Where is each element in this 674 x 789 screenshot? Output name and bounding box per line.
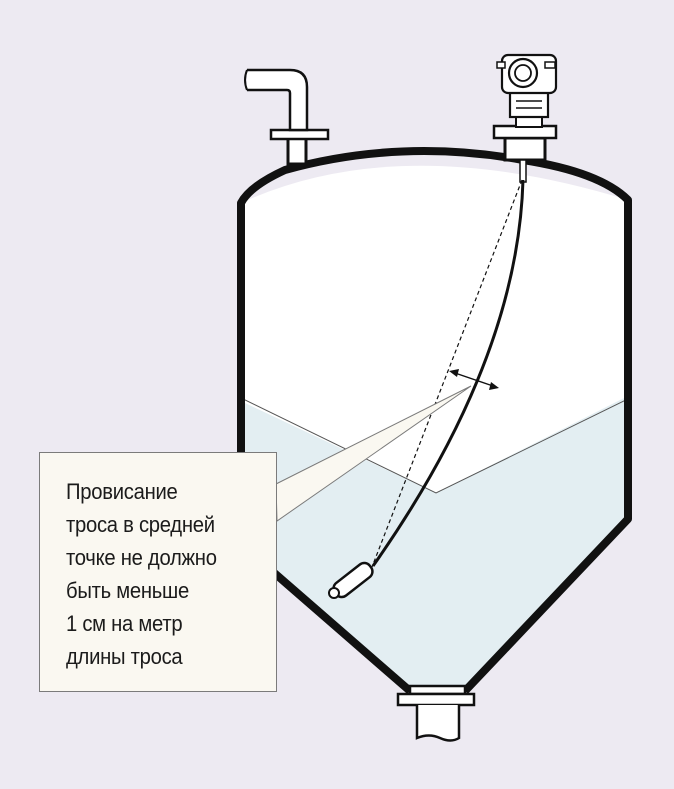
note-callout: Провисание троса в средней точке не долж… bbox=[39, 452, 277, 692]
inlet-nozzle bbox=[244, 68, 330, 166]
note-line: 1 см на метр bbox=[66, 611, 183, 636]
rope-cable bbox=[371, 179, 525, 567]
note-line: точке не должно bbox=[66, 545, 217, 570]
transmitter-housing bbox=[496, 53, 558, 119]
note-line: троса в средней bbox=[66, 512, 215, 537]
straight-reference-line bbox=[371, 179, 523, 568]
weight-eye bbox=[328, 587, 340, 599]
sag-arrow bbox=[449, 369, 499, 390]
probe-rod bbox=[519, 159, 527, 183]
note-line: длины троса bbox=[66, 644, 183, 669]
liquid-surface bbox=[241, 397, 628, 494]
note-line: Провисание bbox=[66, 479, 178, 504]
note-line: быть меньше bbox=[66, 578, 189, 603]
note-text: Провисание троса в средней точке не долж… bbox=[66, 475, 217, 673]
outlet-nozzle bbox=[396, 684, 476, 742]
mounting-nozzle bbox=[492, 116, 558, 162]
